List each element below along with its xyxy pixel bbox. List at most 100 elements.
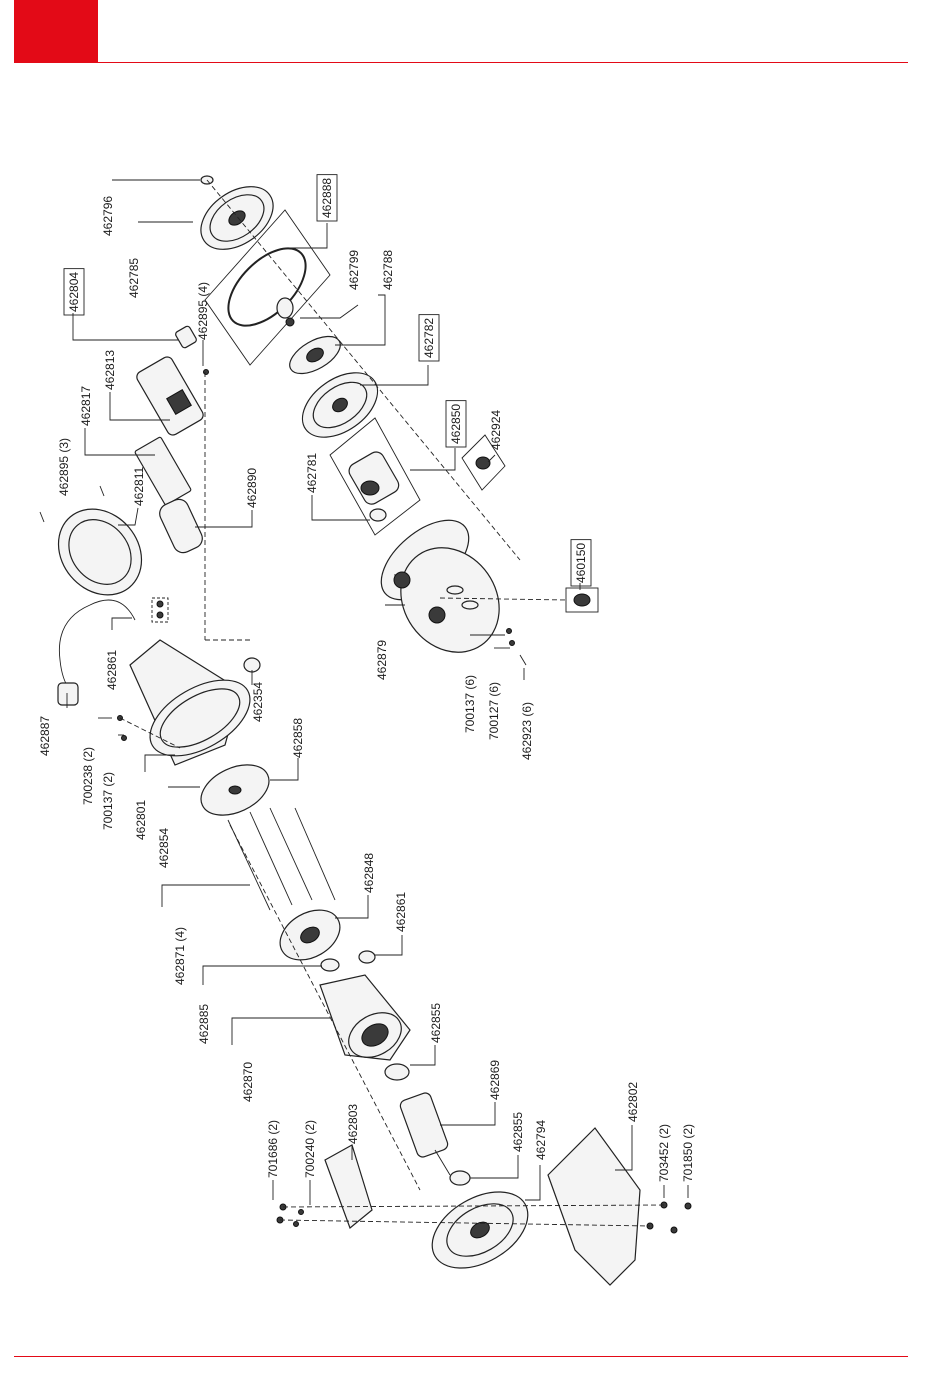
part-number: 701686 (2): [266, 1120, 280, 1178]
part-label-p462861a: 462861: [105, 650, 119, 690]
pump-housing-drawing: [380, 519, 500, 653]
part-number: 462799: [347, 250, 361, 290]
diffuser-drawing: [301, 372, 379, 438]
part-label-p701686: 701686 (2): [266, 1120, 280, 1178]
part-number: 462871 (4): [173, 927, 187, 985]
part-label-p462923: 462923 (6): [520, 702, 534, 760]
spring-washer-drawing: [320, 958, 340, 972]
switch-drawing: [136, 325, 204, 436]
part-number: 700137 (2): [101, 772, 115, 830]
part-number: 462785: [127, 258, 141, 298]
ejector-drawing: [329, 417, 421, 536]
part-number: 701850 (2): [681, 1124, 695, 1182]
part-label-p462858: 462858: [291, 718, 305, 758]
part-number: 462861: [394, 892, 408, 932]
part-number: 462801: [134, 800, 148, 840]
part-label-p462804: 462804: [63, 268, 85, 316]
part-label-p462781: 462781: [305, 453, 319, 493]
header-rule: [14, 62, 908, 63]
leader-lines: [66, 179, 689, 1205]
part-label-p462794: 462794: [534, 1120, 548, 1160]
stator-drawing: [319, 974, 411, 1061]
tie-rods-drawing: [227, 807, 336, 911]
part-number: 462802: [626, 1082, 640, 1122]
part-number: 462870: [241, 1062, 255, 1102]
part-number: 462804: [67, 272, 81, 312]
part-number: 462895 (4): [196, 282, 210, 340]
part-number: 703452 (2): [657, 1124, 671, 1182]
part-label-p462850: 462850: [445, 400, 467, 448]
part-drawings: [39, 175, 692, 1286]
part-number: 462855: [511, 1112, 525, 1152]
part-number: 462850: [449, 404, 463, 444]
part-number: 700238 (2): [81, 747, 95, 805]
part-number: 462813: [103, 350, 117, 390]
part-label-p462888: 462888: [316, 174, 338, 222]
drain-plug-drawing: [565, 587, 599, 613]
part-number: 462888: [320, 178, 334, 218]
part-number-box: [570, 539, 592, 587]
brand-tab: [14, 0, 98, 62]
part-label-p462869: 462869: [488, 1060, 502, 1100]
part-label-p462848: 462848: [362, 853, 376, 893]
footer-rule: [14, 1356, 908, 1357]
part-label-p700137_6: 700137 (6): [463, 675, 477, 733]
part-number-box: [63, 268, 85, 316]
end-shield-drawing: [279, 909, 341, 961]
part-label-p462887: 462887: [38, 716, 52, 756]
part-label-p462803: 462803: [346, 1104, 360, 1144]
bracket-drawing: [431, 1191, 529, 1269]
part-number: 462848: [362, 853, 376, 893]
gasket-drawing: [134, 436, 192, 506]
part-number: 462354: [251, 682, 265, 722]
part-number-box: [316, 174, 338, 222]
part-label-p462924: 462924: [489, 410, 503, 450]
part-label-p462885: 462885: [197, 1004, 211, 1044]
part-label-p462895_3: 462895 (3): [57, 438, 71, 496]
part-number: 462796: [101, 196, 115, 236]
part-label-p462861b: 462861: [394, 892, 408, 932]
part-label-p462871: 462871 (4): [173, 927, 187, 985]
part-label-p462796: 462796: [101, 196, 115, 236]
bearing-upper-drawing: [384, 1063, 410, 1081]
handle-drawing: [324, 1144, 373, 1229]
part-number: 462861: [105, 650, 119, 690]
part-label-p462802: 462802: [626, 1082, 640, 1122]
part-number: 462788: [381, 250, 395, 290]
part-label-p700127: 700127 (6): [487, 682, 501, 740]
part-number: 462854: [157, 828, 171, 868]
assembly-lines: [119, 179, 665, 1227]
part-number: 462803: [346, 1104, 360, 1144]
part-label-p462890: 462890: [245, 468, 259, 508]
rotor-drawing: [399, 1092, 451, 1176]
motor-housing-drawing: [129, 639, 261, 766]
valve-drawing: [461, 434, 506, 491]
part-number: 460150: [574, 543, 588, 583]
part-number: 462782: [422, 318, 436, 358]
part-number: 462895 (3): [57, 438, 71, 496]
seal-drawing: [276, 297, 341, 375]
part-number: 462817: [79, 386, 93, 426]
pump-cover-drawing: [200, 175, 274, 250]
part-number: 462794: [534, 1120, 548, 1160]
bearing-lower-drawing: [449, 1170, 471, 1186]
part-number: 462855: [429, 1003, 443, 1043]
part-label-p462855a: 462855: [429, 1003, 443, 1043]
fan-cover-drawing: [39, 485, 143, 596]
part-label-p701850: 701850 (2): [681, 1124, 695, 1182]
part-number-box: [445, 400, 467, 448]
part-label-p462854: 462854: [157, 828, 171, 868]
part-number: 462890: [245, 468, 259, 508]
part-number: 462887: [38, 716, 52, 756]
part-label-p462785: 462785: [127, 258, 141, 298]
part-label-p700238: 700238 (2): [81, 747, 95, 805]
part-number: 462781: [305, 453, 319, 493]
part-number: 700240 (2): [303, 1120, 317, 1178]
part-label-p460150: 460150: [570, 539, 592, 587]
housing-screws-drawing: [506, 628, 527, 666]
cable-drawing: [57, 599, 136, 706]
part-number: 700127 (6): [487, 682, 501, 740]
part-label-p462788: 462788: [381, 250, 395, 290]
part-number: 462885: [197, 1004, 211, 1044]
